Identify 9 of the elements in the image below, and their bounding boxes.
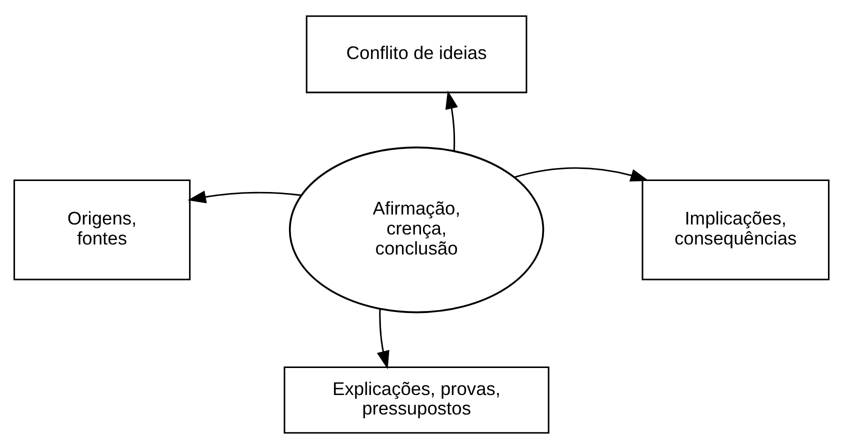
node-ellipse: Afirmação, crença, conclusão <box>288 146 544 313</box>
arrow <box>188 190 302 203</box>
node-box: Implicações, consequências <box>642 178 830 280</box>
node-box: Explicações, provas, pressupostos <box>284 366 550 434</box>
node-box: Conflito de ideias <box>306 14 528 93</box>
arrow <box>445 90 458 150</box>
arrow <box>514 166 649 182</box>
arrow <box>376 308 390 369</box>
node-box: Origens, fontes <box>14 178 191 280</box>
